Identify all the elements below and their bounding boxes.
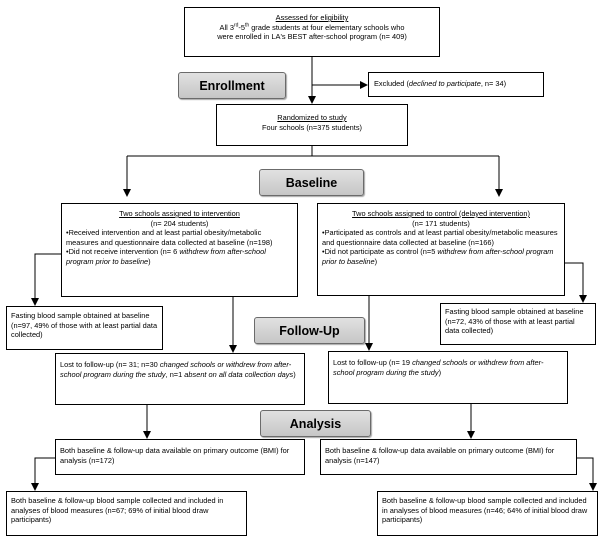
control-bullet1: •Participated as controls and at least p… bbox=[322, 228, 558, 247]
lost-right-box: Lost to follow-up (n= 19 changed schools… bbox=[328, 351, 568, 404]
stage-enrollment: Enrollment bbox=[178, 72, 286, 99]
intervention-box: Two schools assigned to intervention (n=… bbox=[61, 203, 298, 297]
randomized-title: Randomized to study bbox=[277, 113, 347, 122]
line-to-fasting-right bbox=[565, 262, 587, 303]
assessed-title: Assessed for eligibility bbox=[275, 13, 349, 22]
assessed-line2: were enrolled in LA's BEST after-school … bbox=[217, 32, 407, 42]
intervention-count: (n= 204 students) bbox=[150, 218, 209, 228]
control-bullet2: •Did not participate as control (n=5 wit… bbox=[322, 247, 554, 266]
assessed-box: Assessed for eligibility All 3rd-5th gra… bbox=[184, 7, 440, 57]
control-count: (n= 171 students) bbox=[412, 218, 470, 228]
line-to-blood-left bbox=[31, 457, 55, 491]
fasting-right-box: Fasting blood sample obtained at baselin… bbox=[440, 303, 596, 345]
intervention-bullet1: •Received intervention and at least part… bbox=[66, 228, 273, 247]
control-box: Two schools assigned to control (delayed… bbox=[317, 203, 565, 296]
excluded-box: Excluded (declined to participate, n= 34… bbox=[368, 72, 544, 97]
both-right-box: Both baseline & follow-up data available… bbox=[320, 439, 577, 475]
stage-follow-up: Follow-Up bbox=[254, 317, 365, 344]
stage-baseline: Baseline bbox=[259, 169, 364, 196]
blood-left-box: Both baseline & follow-up blood sample c… bbox=[6, 491, 247, 536]
line-to-fasting-left bbox=[31, 253, 61, 306]
fasting-left-box: Fasting blood sample obtained at baselin… bbox=[6, 306, 163, 350]
randomized-line: Four schools (n=375 students) bbox=[261, 122, 363, 132]
intervention-bullet2: •Did not receive intervention (n= 6 with… bbox=[66, 247, 266, 266]
randomized-box: Randomized to study Four schools (n=375 … bbox=[216, 104, 408, 146]
stage-analysis: Analysis bbox=[260, 410, 371, 437]
intervention-title: Two schools assigned to intervention bbox=[119, 209, 240, 218]
both-left-box: Both baseline & follow-up data available… bbox=[55, 439, 305, 475]
line-to-blood-right bbox=[577, 457, 597, 491]
blood-right-box: Both baseline & follow-up blood sample c… bbox=[377, 491, 598, 536]
control-title: Two schools assigned to control (delayed… bbox=[352, 209, 530, 218]
lost-left-box: Lost to follow-up (n= 31; n=30 changed s… bbox=[55, 353, 305, 405]
assessed-line1: All 3rd-5th grade students at four eleme… bbox=[219, 22, 405, 32]
